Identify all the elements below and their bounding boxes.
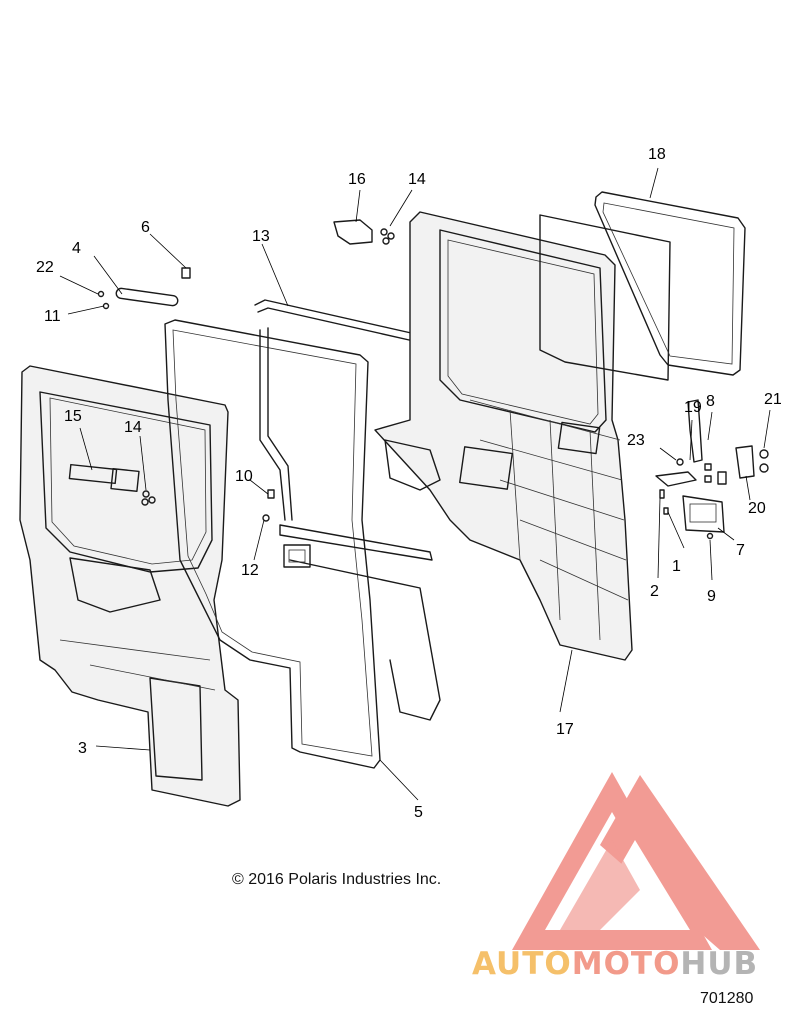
callout-16: 16 (348, 171, 366, 188)
callout-11: 11 (44, 308, 61, 325)
callout-15: 15 (64, 408, 82, 425)
part-18-window-seal (594, 191, 746, 376)
part-5-door-frame (164, 319, 381, 769)
leader-lines (59, 167, 771, 801)
part-14-fastener-set-upper (380, 228, 395, 245)
part-17-outer-door-shell (374, 211, 633, 661)
callout-4: 4 (72, 240, 81, 257)
drawing-number: 701280 (700, 990, 754, 1007)
part-6-screw (181, 267, 191, 279)
watermark-logo-icon (512, 772, 760, 950)
part-11-fastener (102, 302, 110, 310)
callout-18: 18 (648, 146, 666, 163)
callout-10: 10 (235, 468, 253, 485)
callout-14-upper: 14 (408, 171, 426, 188)
watermark-word-hub: HUB (680, 946, 759, 982)
glass-panel (539, 214, 671, 381)
latch-assembly (655, 399, 769, 540)
callout-6: 6 (141, 219, 150, 236)
callout-12: 12 (241, 562, 259, 579)
callout-17: 17 (556, 721, 574, 738)
part-3-door-trim-panel (19, 365, 241, 807)
callout-22: 22 (36, 259, 54, 276)
callout-19: 19 (684, 399, 702, 416)
callout-3: 3 (78, 740, 87, 757)
callout-labels: 1 2 3 4 5 6 7 8 9 10 11 12 13 14 14 15 1… (36, 146, 782, 821)
callout-13: 13 (252, 228, 270, 245)
part-14-fastener-set-lower (141, 490, 156, 506)
callout-8: 8 (706, 393, 715, 410)
callout-9: 9 (707, 588, 716, 605)
callout-14-lower: 14 (124, 419, 142, 436)
callout-1: 1 (672, 558, 681, 575)
callout-23: 23 (627, 432, 645, 449)
part-12-clip (262, 514, 270, 522)
watermark-word-auto: AUTO (472, 946, 572, 982)
callout-7: 7 (736, 542, 745, 559)
part-10-screw (267, 489, 275, 499)
part-4-check-strap (115, 287, 179, 307)
part-16-bracket (333, 219, 373, 245)
copyright-notice: © 2016 Polaris Industries Inc. (232, 871, 442, 888)
watermark-word-moto: MOTO (571, 946, 681, 982)
callout-21: 21 (764, 391, 782, 408)
callout-5: 5 (414, 804, 423, 821)
watermark-wordmark: AUTOMOTOHUB (472, 946, 758, 982)
callout-2: 2 (650, 583, 659, 600)
part-22-nut (97, 290, 105, 298)
callout-20: 20 (748, 500, 766, 517)
